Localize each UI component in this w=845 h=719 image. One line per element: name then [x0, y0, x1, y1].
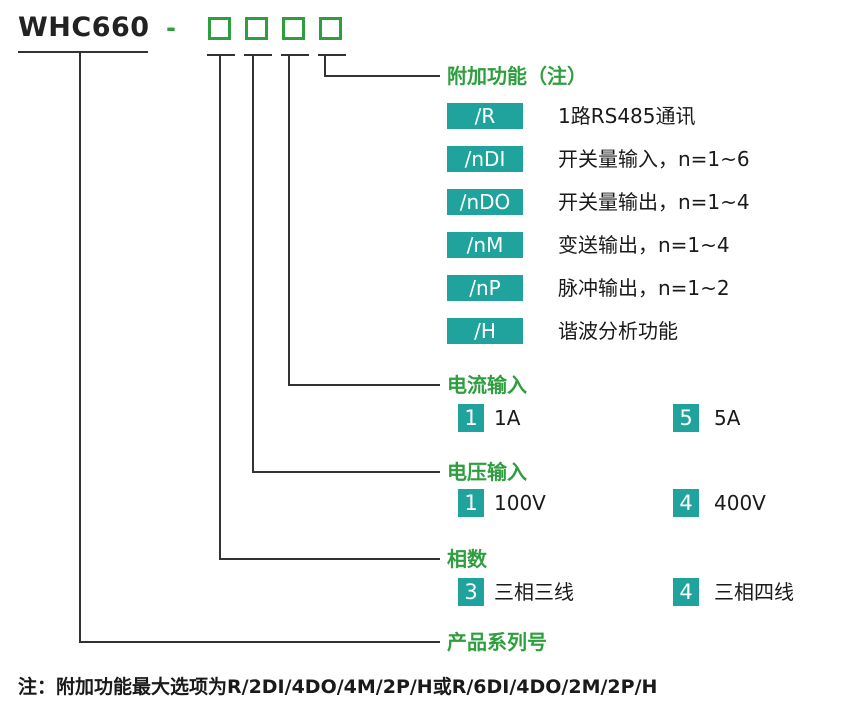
current-option-label: 5A	[714, 406, 741, 430]
phase-option-number: 3	[458, 578, 484, 606]
voltage-title: 电压输入	[447, 460, 527, 484]
current-option-number: 5	[673, 404, 699, 432]
current-option-label: 1A	[494, 406, 521, 430]
phase-option-label: 三相三线	[494, 580, 574, 604]
option-slot-box	[245, 17, 268, 40]
function-label: 谐波分析功能	[558, 319, 678, 343]
series-title: 产品系列号	[447, 630, 547, 654]
option-slot-box	[319, 17, 342, 40]
function-label: 1路RS485通讯	[558, 104, 696, 128]
functions-title: 附加功能（注）	[447, 64, 587, 88]
function-code: /nDO	[447, 189, 523, 215]
voltage-option-number: 4	[673, 489, 699, 517]
current-title: 电流输入	[447, 373, 527, 397]
leader-phase	[219, 55, 440, 560]
function-label: 变送输出，n=1~4	[558, 233, 730, 257]
function-code: /nM	[447, 232, 523, 258]
function-code: /nDI	[447, 146, 523, 172]
function-code: /R	[447, 103, 523, 129]
voltage-option-label: 400V	[714, 491, 766, 515]
option-slot-box	[208, 17, 231, 40]
phase-title: 相数	[447, 547, 487, 571]
function-code: /nP	[447, 275, 523, 301]
footnote: 注：附加功能最大选项为R/2DI/4DO/4M/2P/H或R/6DI/4DO/2…	[18, 676, 658, 698]
function-code: /H	[447, 318, 523, 344]
function-label: 开关量输入，n=1~6	[558, 147, 750, 171]
current-option-number: 1	[458, 404, 484, 432]
leader-voltage	[252, 55, 440, 473]
voltage-option-label: 100V	[494, 491, 546, 515]
leader-current	[288, 55, 440, 386]
leader-functions	[324, 55, 440, 77]
phase-option-label: 三相四线	[714, 580, 794, 604]
phase-option-number: 4	[673, 578, 699, 606]
model-separator: -	[166, 14, 176, 42]
function-label: 开关量输出，n=1~4	[558, 190, 750, 214]
leader-series	[79, 52, 440, 643]
function-label: 脉冲输出，n=1~2	[558, 276, 730, 300]
model-code: WHC660	[18, 12, 150, 43]
option-slot-box	[282, 17, 305, 40]
voltage-option-number: 1	[458, 489, 484, 517]
